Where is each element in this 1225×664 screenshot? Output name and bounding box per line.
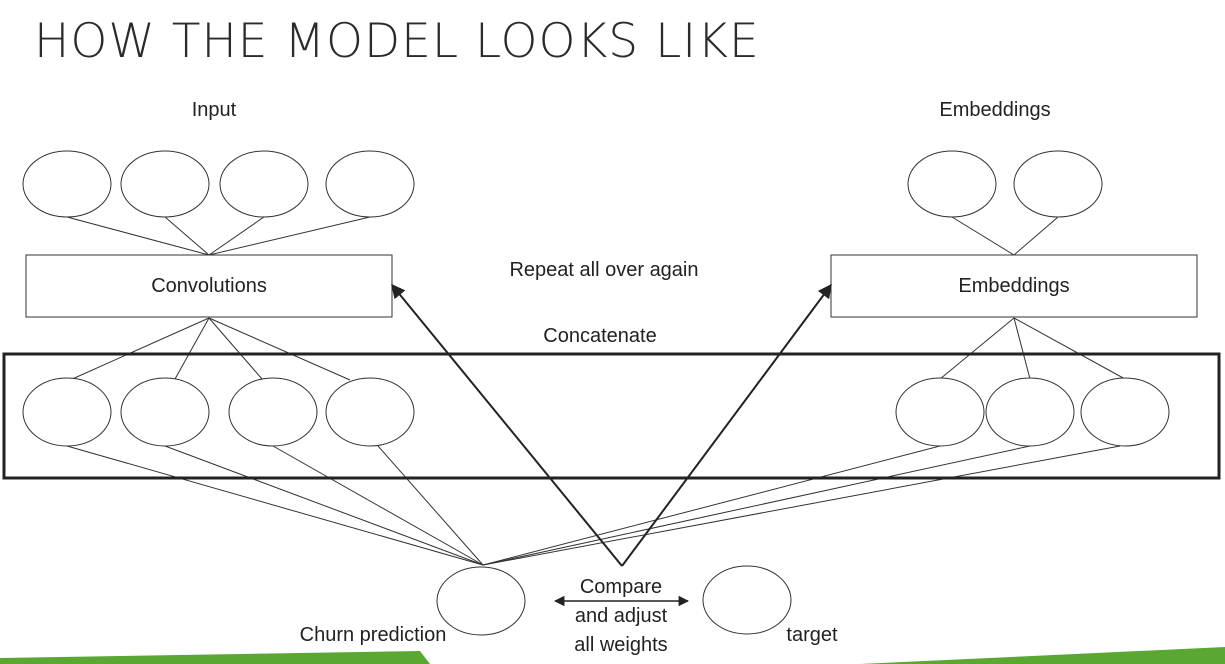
feedback-arrow-to-convolutions: [391, 283, 623, 567]
input-node-2: [120, 150, 210, 218]
churn-prediction-label: Churn prediction: [300, 624, 447, 646]
embeddings-box-label: Embeddings: [958, 275, 1069, 297]
feedback-arrow-to-embeddings: [621, 283, 832, 567]
embedding-node-2: [1013, 150, 1103, 218]
emb-output-node-1: [895, 377, 985, 447]
feedback-arrows: [391, 283, 832, 567]
embedding-output-nodes: [895, 377, 1170, 447]
embedding-input-nodes: [907, 150, 1103, 218]
compare-label-line-2: and adjust: [575, 605, 668, 627]
connector-lines: [66, 216, 1126, 566]
conv-output-node-3: [228, 377, 318, 447]
input-node-3: [219, 150, 309, 218]
green-accent-left: [0, 651, 430, 664]
green-accent-right: [860, 647, 1225, 664]
conv-output-node-1: [22, 377, 112, 447]
emb-output-node-3: [1080, 377, 1170, 447]
compare-label-line-1: Compare: [580, 576, 662, 598]
input-node-1: [22, 150, 112, 218]
embeddings-top-label: Embeddings: [939, 99, 1050, 121]
input-nodes: [22, 150, 415, 218]
input-label: Input: [192, 99, 237, 121]
input-node-4: [325, 150, 415, 218]
conv-output-nodes: [22, 377, 415, 447]
concatenate-label: Concatenate: [543, 325, 656, 347]
compare-label-line-3: all weights: [574, 634, 667, 656]
embedding-node-1: [907, 150, 997, 218]
emb-output-node-2: [985, 377, 1075, 447]
convolutions-box: [25, 254, 393, 318]
conv-output-node-4: [325, 377, 415, 447]
concatenate-frame: [2, 352, 1221, 480]
conv-output-node-2: [120, 377, 210, 447]
repeat-label: Repeat all over again: [509, 259, 698, 281]
slide-title: HOW THE MODEL LOOKS LIKE: [34, 14, 760, 69]
churn-prediction-node: [436, 566, 526, 636]
target-node: [702, 565, 792, 635]
target-label: target: [786, 624, 838, 646]
convolutions-label: Convolutions: [151, 275, 267, 297]
